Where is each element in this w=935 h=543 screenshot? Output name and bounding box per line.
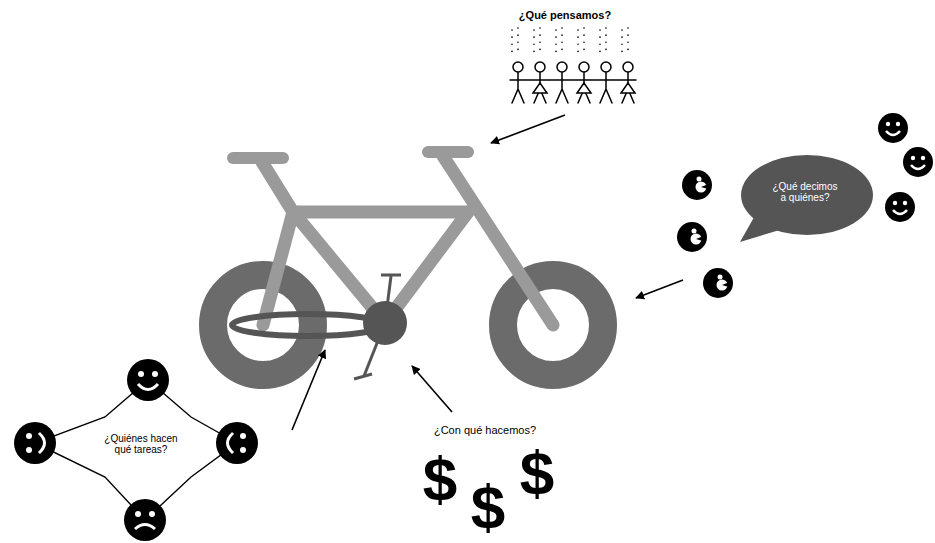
smile [886,131,900,135]
smile [893,210,907,214]
holding-hands [510,79,636,81]
eye [152,371,158,377]
smiley-face [878,113,908,143]
eye [697,177,702,182]
dollar-sign: $ [423,443,457,514]
speech-bubble-tail [740,212,783,242]
eye [240,447,246,453]
handlebar [428,146,468,158]
eye [718,275,723,280]
smiley-faces [878,113,933,222]
pointer-arrow [491,115,565,143]
saddle [233,152,283,164]
team-faces [14,359,258,541]
eye [921,156,925,160]
pointer-arrow [412,366,452,412]
eye [886,122,890,126]
seat-tube [293,212,385,323]
eye [893,201,897,205]
face [682,170,712,200]
seat-stay [263,212,293,325]
mouth-gap [696,235,706,242]
smile [911,165,925,169]
people-group [510,28,636,103]
pointer-arrow [292,350,325,430]
team-star-node: ¿Quiénes hacen qué tareas? [15,355,265,540]
head [513,62,523,72]
eye [26,433,32,439]
mouth [696,182,707,193]
chainring [363,301,407,345]
face [885,192,915,222]
pointer-arrow [636,280,683,298]
eye [692,229,697,234]
frown [135,525,155,530]
talking-face [677,222,707,252]
mouth [691,234,702,245]
mouth [717,280,728,291]
head [601,62,611,72]
eye [138,371,144,377]
chain [232,314,384,336]
seat-post [262,162,293,212]
callout-heading: ¿Con qué hacemos? [434,424,536,436]
down-tube [385,212,468,323]
talking-face [703,268,733,298]
crank-arm [364,323,385,376]
talking-face [682,170,712,200]
bicycle-frame [233,152,553,325]
face [677,222,707,252]
node-text: ¿Qué decimos a quiénes? [771,181,839,203]
eye [26,447,32,453]
smiley-face [903,147,933,177]
head [535,62,545,72]
pedal [354,374,372,379]
front-wheel [503,275,603,375]
node-text: ¿Quiénes hacen qué tareas? [99,433,183,455]
mouth-gap [701,183,711,190]
head [579,62,589,72]
talking-faces [677,170,733,298]
stick-bodies [512,72,634,103]
top-tube [293,206,468,219]
face [903,147,933,177]
eye [911,156,915,160]
eye [896,122,900,126]
fork [443,156,553,325]
mouth-gap [722,281,732,288]
head [557,62,567,72]
head [623,62,633,72]
smiley-face [885,192,915,222]
pedal [381,274,401,277]
team-star-outline [35,380,237,520]
thought-dots [518,28,628,56]
eye [903,201,907,205]
eye [240,433,246,439]
crank-arm [385,276,391,323]
callout-heading: ¿Qué pensamos? [519,9,611,21]
face [878,113,908,143]
dollar-sign: $ [471,471,505,542]
dollar-sign: $ [520,437,554,508]
rear-wheel [213,275,313,375]
speech-bubble-node: ¿Qué decimos a quiénes? [735,150,875,245]
face [703,268,733,298]
thought-dots [512,30,622,56]
dress [533,83,635,93]
pointer-arrows [292,115,683,430]
